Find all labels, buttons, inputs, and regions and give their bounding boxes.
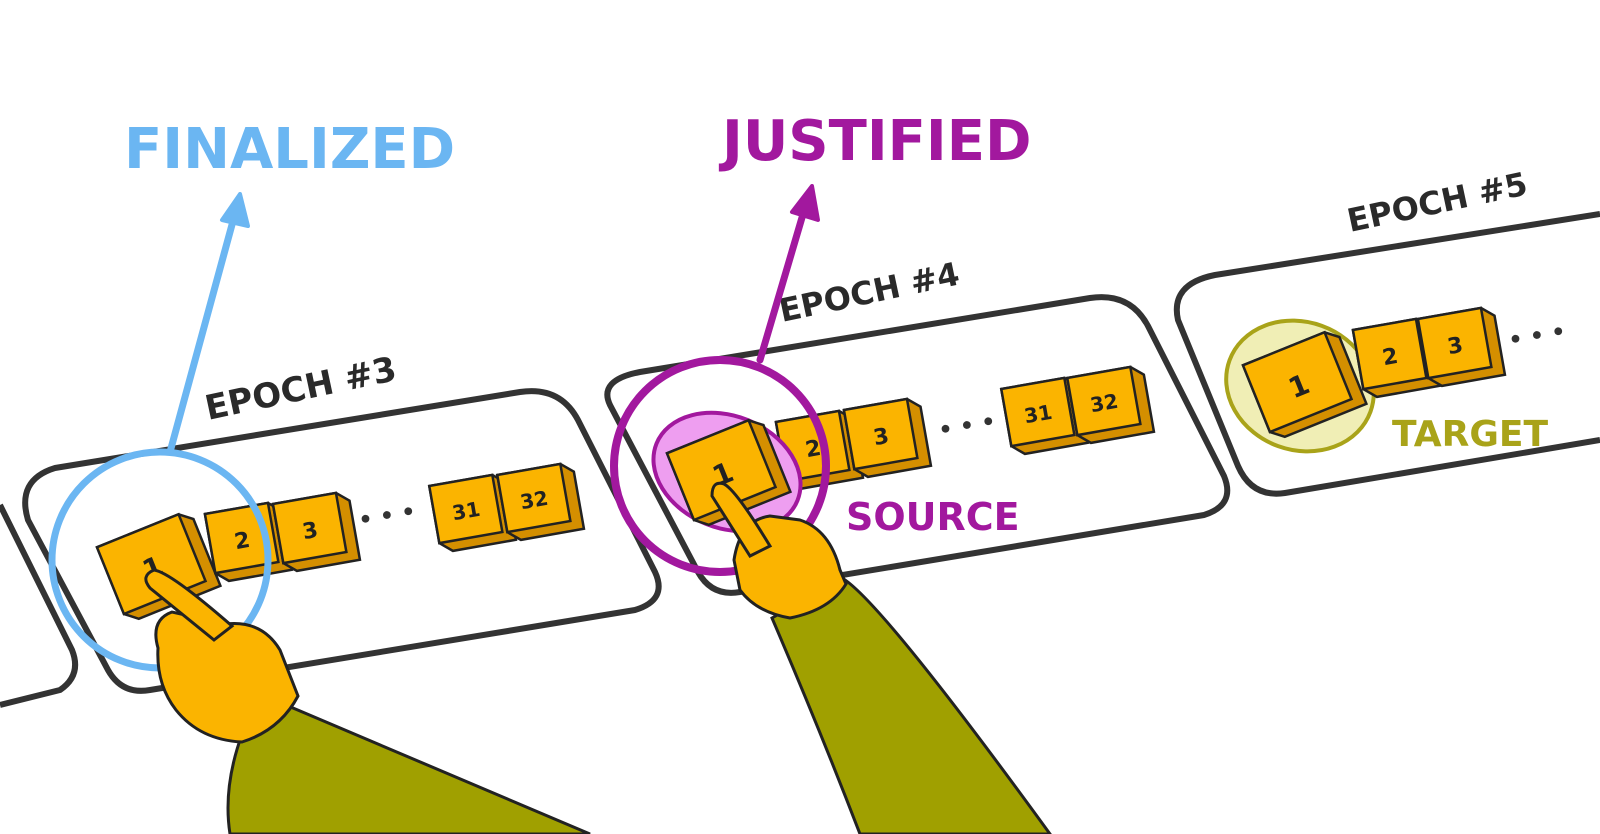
epoch-4-slot-1-block: 1	[665, 418, 793, 527]
epoch-5-slot-3-label: 3	[1446, 333, 1465, 360]
finalized-arrowhead-icon	[220, 192, 250, 228]
epoch-4-title: EPOCH #4	[776, 255, 963, 330]
epoch-3-slot-32-block: 32	[495, 462, 586, 542]
right-sleeve	[770, 576, 1052, 834]
epoch-3-slot-31-label: 31	[450, 497, 482, 525]
epoch-3-slot-31-block: 31	[427, 473, 518, 553]
left-pointing-finger	[144, 568, 235, 642]
justified-arrow-line	[756, 200, 810, 364]
epoch-4-slot-3-label: 3	[872, 424, 891, 451]
finalized-label: FINALIZED	[124, 117, 455, 182]
epoch-4-slot-31-block: 31	[999, 376, 1090, 456]
left-palm	[154, 610, 300, 744]
epoch-5-slot-2-block: 2	[1351, 317, 1442, 399]
justified-marker: JUSTIFIED	[610, 109, 1032, 576]
justified-label: JUSTIFIED	[718, 109, 1032, 174]
epoch-5-slot-2-label: 2	[1381, 344, 1400, 371]
epoch-5-slot-1-block: 1	[1241, 330, 1369, 439]
epoch-3-slot-3-label: 3	[301, 518, 320, 545]
right-hand	[710, 481, 1052, 834]
epoch-3-slot-3-block: 3	[271, 491, 362, 573]
left-hand	[144, 568, 591, 834]
epoch-4-slot-32-label: 32	[1088, 389, 1120, 417]
epoch-5-slot-3-block: 3	[1416, 306, 1507, 388]
justified-circle	[610, 356, 830, 576]
epoch-3-group: EPOCH #3 1 2 3 • • • 31 3	[22, 349, 662, 694]
epoch-4-slot-2-label: 2	[804, 436, 823, 463]
epoch-3-slot-32-label: 32	[518, 486, 550, 514]
target-label: TARGET	[1392, 414, 1548, 455]
epoch-4-slot-31-label: 31	[1022, 400, 1054, 428]
epoch-4-slot-3-block: 3	[842, 397, 933, 479]
epoch-3-slot-2-label: 2	[233, 528, 252, 555]
justified-arrowhead-icon	[790, 184, 820, 222]
right-pointing-finger	[710, 481, 773, 558]
epoch-4-slot-32-block: 32	[1065, 365, 1156, 445]
previous-epoch-panel	[0, 503, 78, 708]
epoch-4-group: EPOCH #4 2 3 • • • 31 32	[604, 255, 1231, 596]
source-label: SOURCE	[846, 495, 1020, 539]
finalized-arrow-line	[166, 206, 240, 456]
epoch-5-group: EPOCH #5 1 2 3 • • • TARGET	[1173, 165, 1600, 497]
